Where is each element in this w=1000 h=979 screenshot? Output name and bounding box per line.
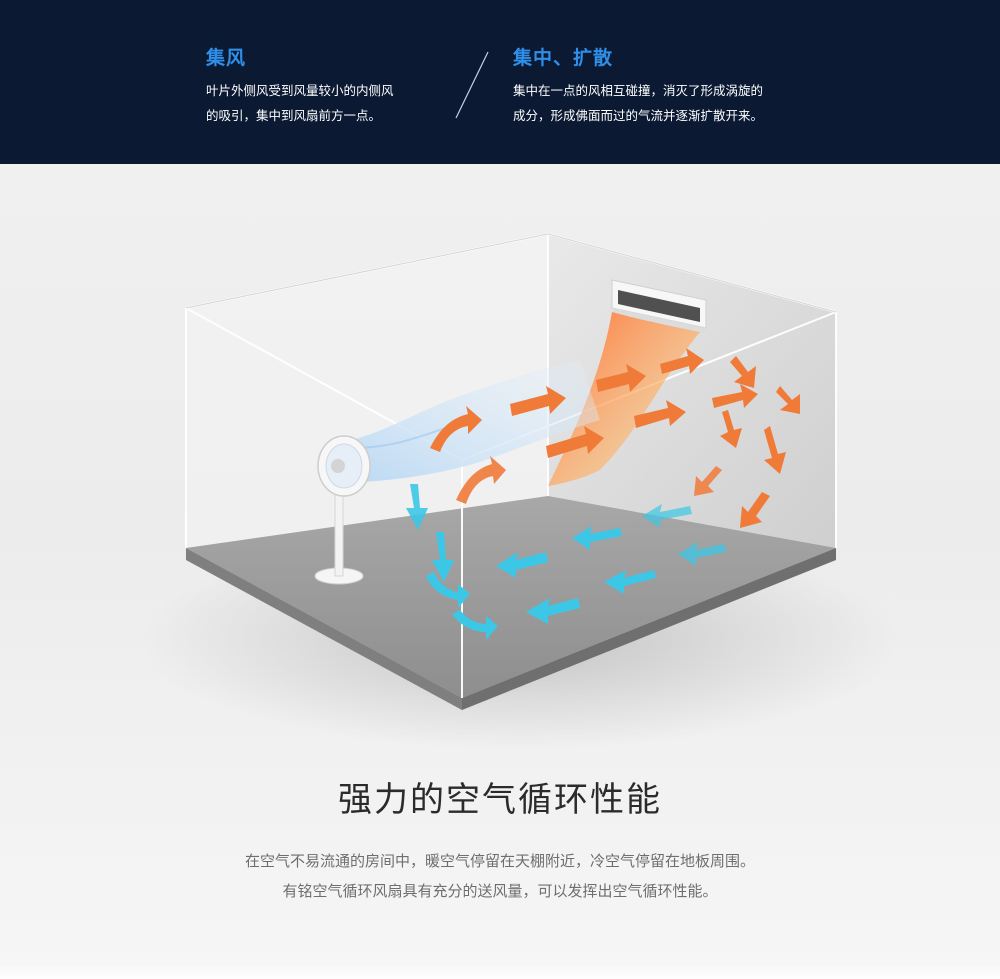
feature-concentrate: 集风 叶片外侧风受到风量较小的内侧风 的吸引，集中到风扇前方一点。 (206, 44, 446, 128)
description-line: 在空气不易流通的房间中，暖空气停留在天棚附近，冷空气停留在地板周围。 (244, 852, 755, 870)
fan-illustration (314, 435, 371, 585)
room-illustration (0, 164, 1000, 979)
divider-slash-icon (455, 51, 489, 119)
room-airflow-diagram (140, 232, 900, 750)
feature-concentrate-diffuse: 集中、扩散 集中在一点的风相互碰撞，消灭了形成涡旋的 成分，形成佛面而过的气流并… (513, 44, 813, 128)
cool-air-arrows (406, 484, 726, 640)
feature-description: 叶片外侧风受到风量较小的内侧风 的吸引，集中到风扇前方一点。 (206, 78, 446, 128)
warm-air-arrows (430, 348, 800, 528)
air-conditioner-illustration (611, 279, 707, 334)
page-footer-strip (0, 964, 1000, 979)
headline: 强力的空气循环性能 (338, 780, 662, 820)
feature-desc-line: 叶片外侧风受到风量较小的内侧风 (206, 83, 394, 98)
feature-title: 集中、扩散 (513, 47, 614, 69)
feature-title: 集风 (206, 47, 247, 69)
feature-desc-line: 集中在一点的风相互碰撞，消灭了形成涡旋的 (513, 83, 764, 98)
feature-band: 集风 叶片外侧风受到风量较小的内侧风 的吸引，集中到风扇前方一点。 集中、扩散 … (0, 0, 1000, 164)
feature-description: 集中在一点的风相互碰撞，消灭了形成涡旋的 成分，形成佛面而过的气流并逐渐扩散开来… (513, 78, 813, 128)
feature-desc-line: 成分，形成佛面而过的气流并逐渐扩散开来。 (513, 108, 764, 123)
description-line: 有铭空气循环风扇具有充分的送风量，可以发挥出空气循环性能。 (282, 882, 718, 900)
feature-desc-line: 的吸引，集中到风扇前方一点。 (206, 108, 382, 123)
